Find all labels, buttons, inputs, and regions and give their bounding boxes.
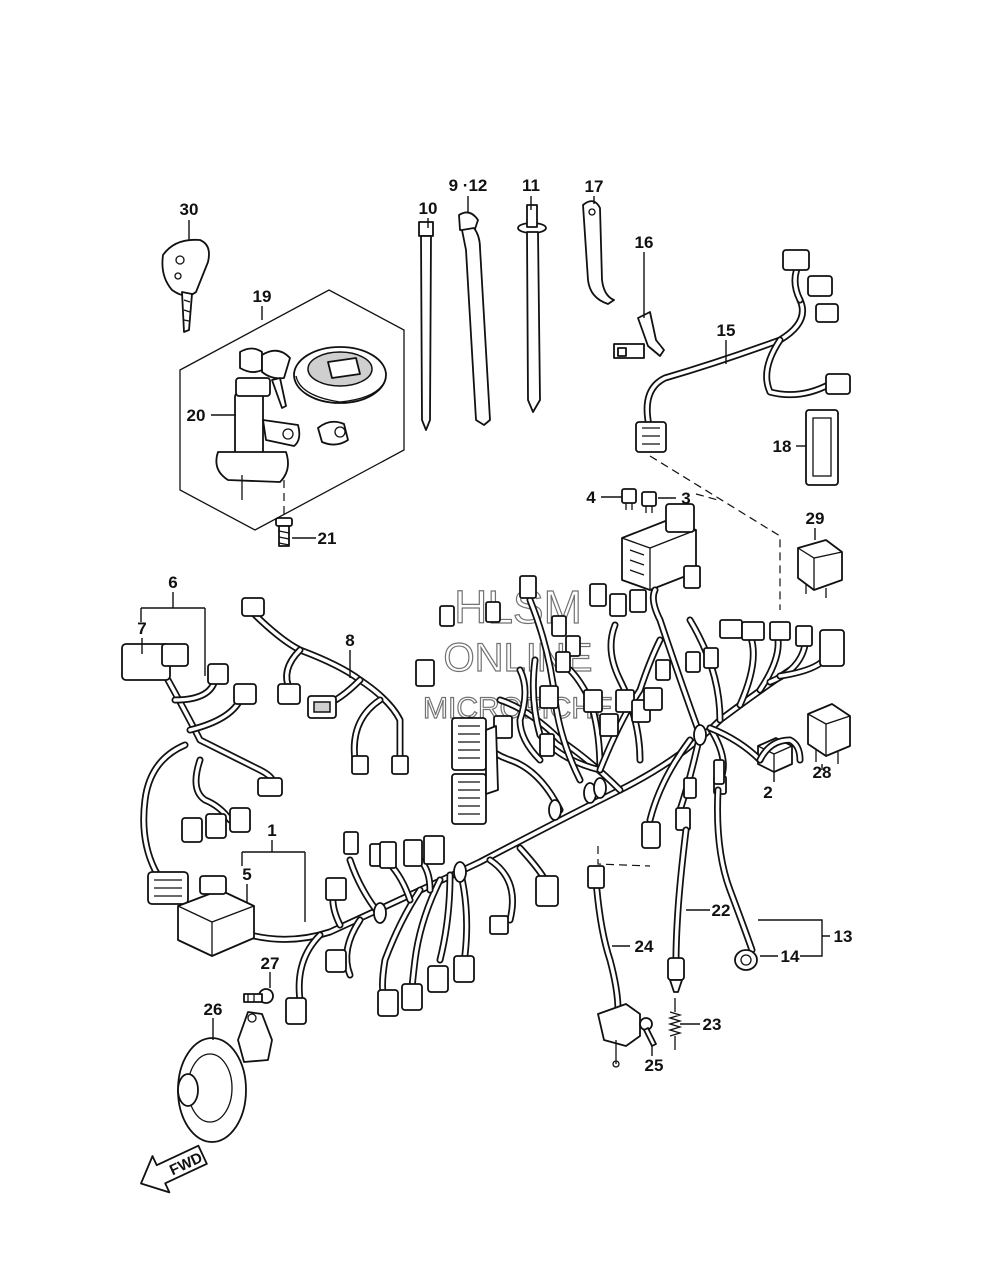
callout-7: 7 (137, 619, 146, 638)
callout-24: 24 (635, 937, 654, 956)
callout-19: 19 (253, 287, 272, 306)
part-13-lead-wire[interactable] (713, 736, 804, 954)
part-27-bolt[interactable] (243, 988, 274, 1004)
part-23-spring[interactable] (667, 998, 683, 1050)
callout-3: 3 (681, 489, 690, 508)
part-4-fuse[interactable] (621, 488, 637, 510)
part-26-horn[interactable] (177, 1011, 273, 1143)
callout-18: 18 (773, 437, 792, 456)
part-17-clamp[interactable] (582, 200, 615, 305)
forward-direction-arrow: FWD (140, 1144, 208, 1194)
part-1-main-harness[interactable] (246, 586, 832, 1004)
part-16-bracket[interactable] (613, 311, 665, 359)
callout-21: 21 (318, 529, 337, 548)
callout-29: 29 (806, 509, 825, 528)
callout-27: 27 (261, 954, 280, 973)
callout-2: 2 (763, 783, 772, 802)
callout-28: 28 (813, 763, 832, 782)
callout-5: 5 (242, 865, 251, 884)
callout-30: 30 (180, 200, 199, 219)
part-24-switch[interactable] (587, 865, 641, 1068)
callout-17: 17 (585, 177, 604, 196)
part-8-harness[interactable] (241, 597, 409, 775)
part-6-sub-harness[interactable] (121, 643, 283, 905)
callout-25: 25 (645, 1056, 664, 1075)
part-11-clip-tie[interactable] (517, 204, 547, 413)
part-14-grommet[interactable] (734, 949, 758, 971)
callout-6: 6 (168, 573, 177, 592)
part-18-holder[interactable] (805, 409, 839, 486)
callout-8: 8 (345, 631, 354, 650)
part-15-sub-harness[interactable] (635, 249, 851, 453)
callout-13: 13 (834, 927, 853, 946)
callout-26: 26 (204, 1000, 223, 1019)
callout-leaders (140, 196, 830, 1056)
part-29-relay[interactable] (797, 539, 843, 598)
part-19-lock-set[interactable] (179, 289, 405, 531)
callout-22: 22 (712, 901, 731, 920)
dashed-leader-lines (597, 455, 781, 867)
part-21-screw[interactable] (275, 480, 293, 547)
callout-numbers: 30 19 20 21 10 9 ·12 11 17 16 15 18 4 3 … (137, 176, 852, 1075)
callout-10: 10 (419, 199, 438, 218)
part-28-relay[interactable] (807, 703, 851, 764)
harness-connectors[interactable] (285, 565, 845, 1025)
part-30-key[interactable] (161, 238, 210, 333)
callout-23: 23 (703, 1015, 722, 1034)
callout-16: 16 (635, 233, 654, 252)
callout-20: 20 (187, 406, 206, 425)
part-5-unit[interactable] (177, 875, 255, 957)
callout-1: 1 (267, 821, 276, 840)
part-10-cable-tie[interactable] (418, 221, 434, 431)
part-9-12-clamp-tie[interactable] (458, 211, 491, 426)
callout-15: 15 (717, 321, 736, 340)
callout-9-12: 9 ·12 (449, 176, 488, 195)
callout-11: 11 (522, 176, 540, 195)
callout-14: 14 (781, 947, 800, 966)
part-25-screw[interactable] (639, 1017, 657, 1047)
part-22-sensor[interactable] (667, 826, 690, 993)
callout-4: 4 (586, 488, 596, 507)
part-3-fuse[interactable] (641, 491, 657, 513)
